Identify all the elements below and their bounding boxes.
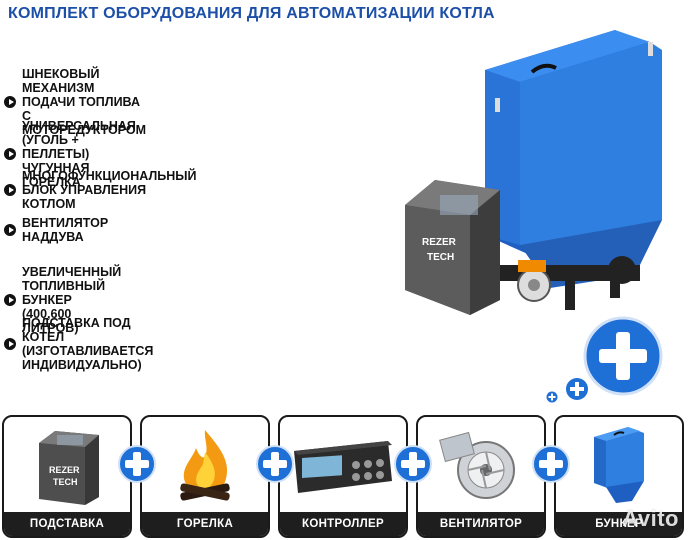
- bullet-icon: [4, 224, 16, 236]
- feature-text: ШНЕКОВЫЙ МЕХАНИЗМ ПОДАЧИ ТОПЛИВА С МОТОР…: [22, 67, 146, 137]
- feature-text: МНОГОФУНКЦИОНАЛЬНЫЙ БЛОК УПРАВЛЕНИЯ КОТЛ…: [22, 169, 197, 211]
- bullet-icon: [4, 96, 16, 108]
- plus-icon: [566, 378, 588, 400]
- plus-icon: [394, 445, 432, 483]
- fire-icon: [142, 419, 268, 512]
- hopper-image: [556, 419, 682, 512]
- plus-icon: [532, 445, 570, 483]
- card-label: БУНКЕР: [556, 512, 682, 536]
- card-label: ВЕНТИЛЯТОР: [418, 512, 544, 536]
- fan-image: [418, 419, 544, 512]
- feature-item: УНИВЕРСАЛЬНАЯ (УГОЛЬ + ПЕЛЛЕТЫ) ЧУГУННАЯ…: [4, 119, 136, 189]
- page-title: КОМПЛЕКТ ОБОРУДОВАНИЯ ДЛЯ АВТОМАТИЗАЦИИ …: [8, 5, 495, 22]
- card-fan: ВЕНТИЛЯТОР: [416, 415, 546, 538]
- feature-item: ПОДСТАВКА ПОД КОТЕЛ (ИЗГОТАВЛИВАЕТСЯ ИНД…: [4, 316, 153, 372]
- feature-text: ПОДСТАВКА ПОД КОТЕЛ (ИЗГОТАВЛИВАЕТСЯ ИНД…: [22, 316, 154, 372]
- feature-text: УНИВЕРСАЛЬНАЯ (УГОЛЬ + ПЕЛЛЕТЫ) ЧУГУННАЯ…: [22, 119, 136, 189]
- brand-text: TECH: [427, 252, 454, 263]
- brand-text: REZER: [49, 465, 80, 475]
- bullet-icon: [4, 148, 16, 160]
- card-controller: КОНТРОЛЛЕР: [278, 415, 408, 538]
- feature-item: МНОГОФУНКЦИОНАЛЬНЫЙ БЛОК УПРАВЛЕНИЯ КОТЛ…: [4, 169, 196, 211]
- feature-text: УВЕЛИЧЕННЫЙ ТОПЛИВНЫЙ БУНКЕР (400,600 ЛИ…: [22, 265, 122, 335]
- brand-text: TECH: [53, 477, 78, 487]
- plus-icon: [583, 316, 663, 396]
- card-label: ПОДСТАВКА: [4, 512, 130, 536]
- bullet-icon: [4, 184, 16, 196]
- feature-item: УВЕЛИЧЕННЫЙ ТОПЛИВНЫЙ БУНКЕР (400,600 ЛИ…: [4, 265, 121, 335]
- avito-watermark: Avito: [622, 506, 679, 531]
- card-stand: REZER TECH ПОДСТАВКА: [2, 415, 132, 538]
- feature-text: ВЕНТИЛЯТОР НАДДУВА: [22, 216, 109, 244]
- plus-icon: [118, 445, 156, 483]
- brand-text: REZER: [422, 237, 457, 248]
- plus-icon: [546, 391, 558, 403]
- feature-item: ВЕНТИЛЯТОР НАДДУВА: [4, 216, 108, 244]
- feature-item: ШНЕКОВЫЙ МЕХАНИЗМ ПОДАЧИ ТОПЛИВА С МОТОР…: [4, 67, 146, 137]
- card-hopper: БУНКЕР: [554, 415, 684, 538]
- bullet-icon: [4, 294, 16, 306]
- stand-image: REZER TECH: [4, 419, 130, 512]
- card-label: КОНТРОЛЛЕР: [280, 512, 406, 536]
- card-label: ГОРЕЛКА: [142, 512, 268, 536]
- controller-image: [280, 419, 406, 512]
- plus-icon: [256, 445, 294, 483]
- boiler-hopper-illustration: REZER TECH: [405, 30, 662, 315]
- card-burner: ГОРЕЛКА: [140, 415, 270, 538]
- bullet-icon: [4, 338, 16, 350]
